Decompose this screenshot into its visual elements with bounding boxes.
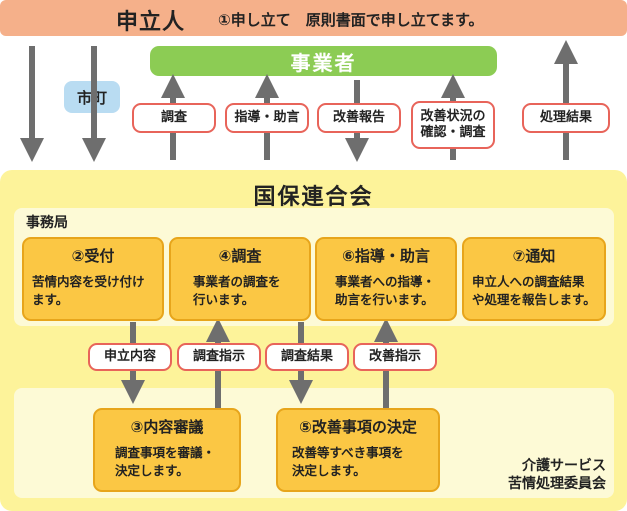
label-improvement-report: 改善報告 (317, 103, 401, 133)
step-reception-title: ②受付 (71, 247, 115, 265)
label-processing-result: 処理結果 (522, 103, 610, 133)
committee-label: 介護サービス 苦情処理委員会 (508, 458, 606, 492)
step-deliberation-title: ③内容審議 (130, 418, 204, 436)
step-improvement-decision: ⑤改善事項の決定 改善等すべき事項を 決定します。 (276, 408, 440, 492)
step-guidance-title: ⑥指導・助言 (342, 247, 430, 265)
label-investigation-instruction: 調査指示 (177, 343, 261, 371)
label-investigation-findings: 調査結果 (265, 343, 349, 371)
step-guidance: ⑥指導・助言 事業者への指導・ 助言を行います。 (315, 237, 457, 321)
step-investigation-desc: 事業者の調査を 行います。 (193, 274, 281, 308)
label-improvement-check: 改善状況の 確認・調査 (411, 101, 495, 149)
step-notification: ⑦通知 申立人への調査結果 や処理を報告します。 (462, 237, 606, 321)
step-investigation-title: ④調査 (218, 247, 262, 265)
label-investigation: 調査 (132, 103, 216, 133)
step-investigation: ④調査 事業者の調査を 行います。 (169, 237, 311, 321)
federation-title: 国保連合会 (253, 185, 374, 210)
label-improvement-instruction: 改善指示 (353, 343, 437, 371)
applicant-instruction: ①申し立て 原則書面で申し立てます。 (218, 11, 484, 29)
applicant-bar (0, 0, 627, 36)
provider-box: 事業者 (150, 46, 497, 76)
label-guidance: 指導・助言 (225, 103, 309, 133)
applicant-title: 申立人 (116, 10, 186, 35)
step-improvement-decision-title: ⑤改善事項の決定 (299, 418, 417, 436)
label-complaint-content: 申立内容 (88, 343, 172, 371)
step-notification-title: ⑦通知 (512, 247, 556, 265)
step-deliberation-desc: 調査事項を審議・ 決定します。 (115, 445, 216, 479)
step-guidance-desc: 事業者への指導・ 助言を行います。 (335, 274, 436, 308)
step-notification-desc: 申立人への調査結果 や処理を報告します。 (472, 274, 596, 308)
step-reception-desc: 苦情内容を受け付け ます。 (32, 274, 145, 308)
step-improvement-decision-desc: 改善等すべき事項を 決定します。 (292, 445, 404, 479)
step-deliberation: ③内容審議 調査事項を審議・ 決定します。 (93, 408, 241, 492)
office-label: 事務局 (26, 215, 68, 231)
step-reception: ②受付 苦情内容を受け付け ます。 (22, 237, 164, 321)
